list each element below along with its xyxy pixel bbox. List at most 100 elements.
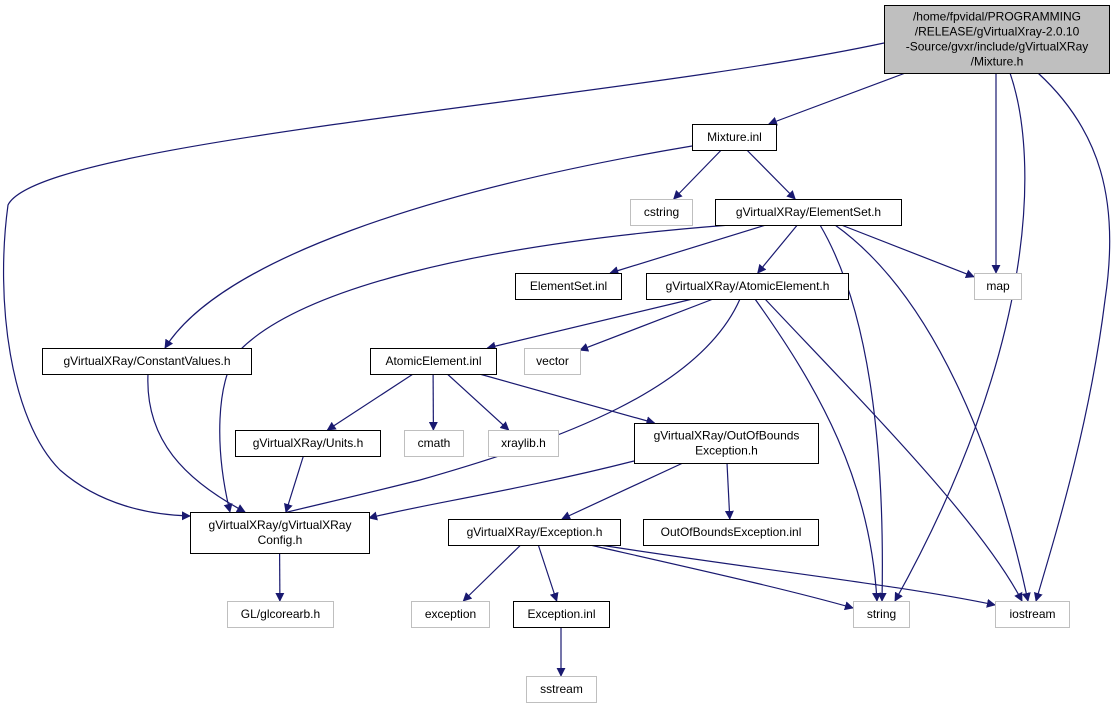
edge-atomicelement-h-to-config-h xyxy=(259,298,741,521)
edge-exception-h-to-iostream xyxy=(599,544,996,608)
node-box xyxy=(715,199,902,226)
node-units-h[interactable]: gVirtualXRay/Units.h xyxy=(235,430,381,457)
edge-constantvalues-h-to-config-h xyxy=(147,373,246,513)
edge-elementset-h-to-iostream xyxy=(834,224,1031,602)
node-exception-inl[interactable]: Exception.inl xyxy=(513,601,610,628)
node-label: sstream xyxy=(540,682,583,696)
edge-elementset-h-to-string xyxy=(819,224,887,602)
node-label: cstring xyxy=(644,205,679,219)
node-label: gVirtualXRay/ConstantValues.h xyxy=(64,354,231,368)
node-label: cmath xyxy=(418,436,451,450)
node-label: gVirtualXRay/OutOfBounds xyxy=(654,429,800,443)
edge-outofbounds-h-to-outofbounds-inl xyxy=(724,462,734,520)
node-label: xraylib.h xyxy=(501,436,546,450)
node-elementset-inl[interactable]: ElementSet.inl xyxy=(515,273,622,300)
node-iostream: iostream xyxy=(995,601,1070,628)
node-box xyxy=(227,601,334,628)
node-label: /home/fpvidal/PROGRAMMING xyxy=(913,10,1081,24)
node-box xyxy=(513,601,610,628)
edge-mixture-h-to-config-h xyxy=(2,42,885,521)
edge-elementset-h-to-atomicelement-h xyxy=(757,224,798,274)
node-label: exception xyxy=(425,607,476,621)
node-mixture-inl[interactable]: Mixture.inl xyxy=(692,124,777,151)
node-box xyxy=(692,124,777,151)
edge-outofbounds-h-to-exception-h xyxy=(561,462,684,520)
edge-exception-h-to-exception-inl xyxy=(537,544,559,602)
node-exception: exception xyxy=(411,601,490,628)
node-map: map xyxy=(974,273,1022,300)
node-label: OutOfBoundsException.inl xyxy=(661,525,802,539)
node-outofbounds-inl[interactable]: OutOfBoundsException.inl xyxy=(643,519,819,546)
node-cstring: cstring xyxy=(630,199,693,226)
node-label: AtomicElement.inl xyxy=(385,354,481,368)
node-label: Mixture.inl xyxy=(707,130,762,144)
edge-atomicelement-h-to-iostream xyxy=(764,298,1023,602)
node-box xyxy=(526,676,597,703)
node-box xyxy=(190,512,370,554)
node-label: gVirtualXRay/Exception.h xyxy=(467,525,603,539)
node-glcorearb-h: GL/glcorearb.h xyxy=(227,601,334,628)
node-label: vector xyxy=(536,354,569,368)
node-outofbounds-h[interactable]: gVirtualXRay/OutOfBoundsException.h xyxy=(634,423,819,464)
node-string: string xyxy=(853,601,910,628)
node-cmath: cmath xyxy=(404,430,464,457)
edge-elementset-h-to-elementset-inl xyxy=(609,224,766,275)
node-label: Config.h xyxy=(258,533,303,547)
node-label: gVirtualXRay/gVirtualXRay xyxy=(209,518,352,532)
node-box xyxy=(524,348,581,375)
node-label: Exception.h xyxy=(695,444,758,458)
node-constantvalues-h[interactable]: gVirtualXRay/ConstantValues.h xyxy=(42,348,252,375)
edge-units-h-to-config-h xyxy=(284,455,304,513)
node-box xyxy=(235,430,381,457)
node-label: GL/glcorearb.h xyxy=(241,607,320,621)
edge-mixture-inl-to-cstring xyxy=(673,149,722,200)
node-label: gVirtualXRay/Units.h xyxy=(253,436,364,450)
edge-mixture-h-to-mixture-inl xyxy=(767,72,906,126)
node-box xyxy=(370,348,497,375)
edge-elementset-h-to-map xyxy=(841,224,975,279)
edge-atomicelement-inl-to-xraylib-h xyxy=(446,373,510,431)
edge-atomicelement-h-to-string xyxy=(754,298,882,602)
node-label: gVirtualXRay/ElementSet.h xyxy=(736,205,881,219)
node-label: gVirtualXRay/AtomicElement.h xyxy=(666,279,830,293)
edge-mixture-inl-to-elementset-h xyxy=(746,149,796,200)
node-box xyxy=(974,273,1022,300)
node-label: /RELEASE/gVirtualXray-2.0.10 xyxy=(915,25,1080,39)
node-box xyxy=(646,273,849,300)
node-box xyxy=(42,348,252,375)
edge-exception-h-to-string xyxy=(589,544,854,611)
nodes-layer: /home/fpvidal/PROGRAMMING/RELEASE/gVirtu… xyxy=(42,5,1110,703)
edges-layer xyxy=(2,42,1111,677)
node-label: iostream xyxy=(1009,607,1055,621)
edge-exception-h-to-exception xyxy=(462,544,522,602)
edge-elementset-h-to-config-h xyxy=(219,224,731,513)
edge-outofbounds-h-to-config-h xyxy=(368,460,635,521)
node-label: map xyxy=(986,279,1010,293)
node-atomicelement-inl[interactable]: AtomicElement.inl xyxy=(370,348,497,375)
edge-atomicelement-h-to-vector xyxy=(579,298,714,352)
node-box xyxy=(630,199,693,226)
edge-mixture-inl-to-constantvalues-h xyxy=(164,145,693,349)
node-box xyxy=(643,519,819,546)
edge-atomicelement-inl-to-units-h xyxy=(326,373,414,431)
node-vector: vector xyxy=(524,348,581,375)
node-label: -Source/gvxr/include/gVirtualXRay xyxy=(906,40,1089,54)
node-label: string xyxy=(867,607,896,621)
node-label: /Mixture.h xyxy=(971,55,1024,69)
node-box xyxy=(995,601,1070,628)
node-box xyxy=(488,430,559,457)
node-box xyxy=(634,423,819,464)
node-box xyxy=(515,273,622,300)
node-atomicelement-h[interactable]: gVirtualXRay/AtomicElement.h xyxy=(646,273,849,300)
node-label: ElementSet.inl xyxy=(530,279,607,293)
edge-mixture-h-to-iostream xyxy=(1033,72,1111,602)
node-xraylib-h: xraylib.h xyxy=(488,430,559,457)
node-box xyxy=(404,430,464,457)
node-exception-h[interactable]: gVirtualXRay/Exception.h xyxy=(448,519,621,546)
node-elementset-h[interactable]: gVirtualXRay/ElementSet.h xyxy=(715,199,902,226)
node-box xyxy=(884,5,1110,74)
edge-atomicelement-inl-to-outofbounds-h xyxy=(479,373,656,426)
node-mixture-h: /home/fpvidal/PROGRAMMING/RELEASE/gVirtu… xyxy=(884,5,1110,74)
